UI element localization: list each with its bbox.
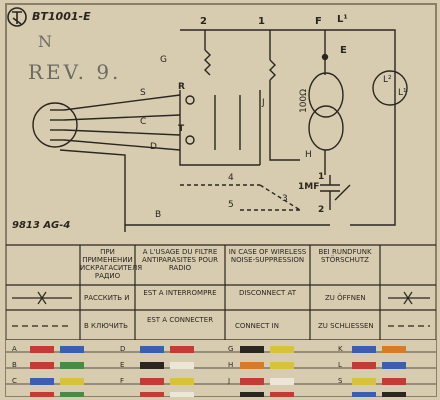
capacitor-value: 1MF — [298, 182, 320, 192]
legend-b: B — [12, 361, 17, 369]
terminal-1b: 1 — [318, 172, 325, 182]
row1-en: DISCONNECT AT — [238, 289, 297, 297]
row2-fr: EST A CONNECTER — [146, 316, 214, 324]
terminal-e: E — [340, 45, 347, 56]
terminal-d: D — [150, 142, 157, 152]
legend-g: G — [228, 345, 234, 353]
handwritten-mark: N — [38, 32, 55, 51]
header-de: BEI RUNDFUNK STÖRSCHUTZ — [318, 248, 372, 264]
terminal-l1: L¹ — [337, 14, 348, 25]
model-number: BT1001-E — [32, 10, 91, 23]
terminal-f: F — [315, 16, 322, 27]
terminal-1: 1 — [258, 16, 265, 27]
terminal-2b: 2 — [318, 205, 325, 215]
terminal-t: T — [178, 124, 185, 134]
row1-ru: РАССКИТЬ И — [84, 294, 130, 302]
row1-fr: EST A INTERROMPRE — [143, 289, 217, 297]
row2-en: CONNECT IN — [235, 322, 279, 330]
row1-de: ZU ÖFFNEN — [325, 294, 366, 302]
part-code: 9813 AG-4 — [12, 220, 71, 231]
terminal-l1-right: L¹ — [398, 88, 407, 98]
header-ru: ПРИ ПРИМЕНЕНИИ ИСКРАГАСИТЕЛЯ РАДИО — [80, 248, 143, 280]
legend-f: F — [120, 377, 125, 385]
terminal-s: S — [140, 88, 146, 98]
legend-k: K — [338, 345, 343, 353]
row2-ru: В КЛЮЧИТЬ — [84, 322, 128, 330]
legend-j: J — [228, 377, 231, 385]
legend-c: C — [12, 377, 17, 385]
legend-a: A — [12, 345, 17, 353]
resistor-value: 100Ω — [299, 88, 310, 114]
terminal-l2: L² — [383, 75, 392, 85]
terminal-5: 5 — [228, 200, 234, 210]
color-legend — [6, 340, 436, 397]
terminal-k: B — [155, 210, 162, 220]
terminal-2: 2 — [200, 16, 207, 27]
legend-h: H — [228, 361, 234, 369]
legend-e: E — [120, 361, 125, 369]
header-fr: A L'USAGE DU FILTRE ANTIPARASITES POUR R… — [142, 248, 218, 272]
legend-l: L — [338, 361, 342, 369]
row2-de: ZU SCHLIESSEN — [318, 322, 374, 330]
terminal-g: G — [160, 55, 167, 65]
legend-d: D — [120, 345, 126, 353]
terminal-4: 4 — [228, 173, 234, 183]
header-en: IN CASE OF WIRELESS NOISE-SUPPRESSION — [228, 248, 307, 264]
terminal-r: R — [178, 82, 185, 92]
terminal-h: H — [305, 150, 312, 160]
manufacturer-logo — [7, 7, 27, 27]
revision-mark: REV. 9. — [28, 60, 122, 84]
terminal-c: C — [140, 117, 147, 127]
terminal-3: 3 — [282, 194, 288, 204]
legend-s: S — [338, 377, 343, 385]
terminal-j: J — [262, 98, 265, 108]
